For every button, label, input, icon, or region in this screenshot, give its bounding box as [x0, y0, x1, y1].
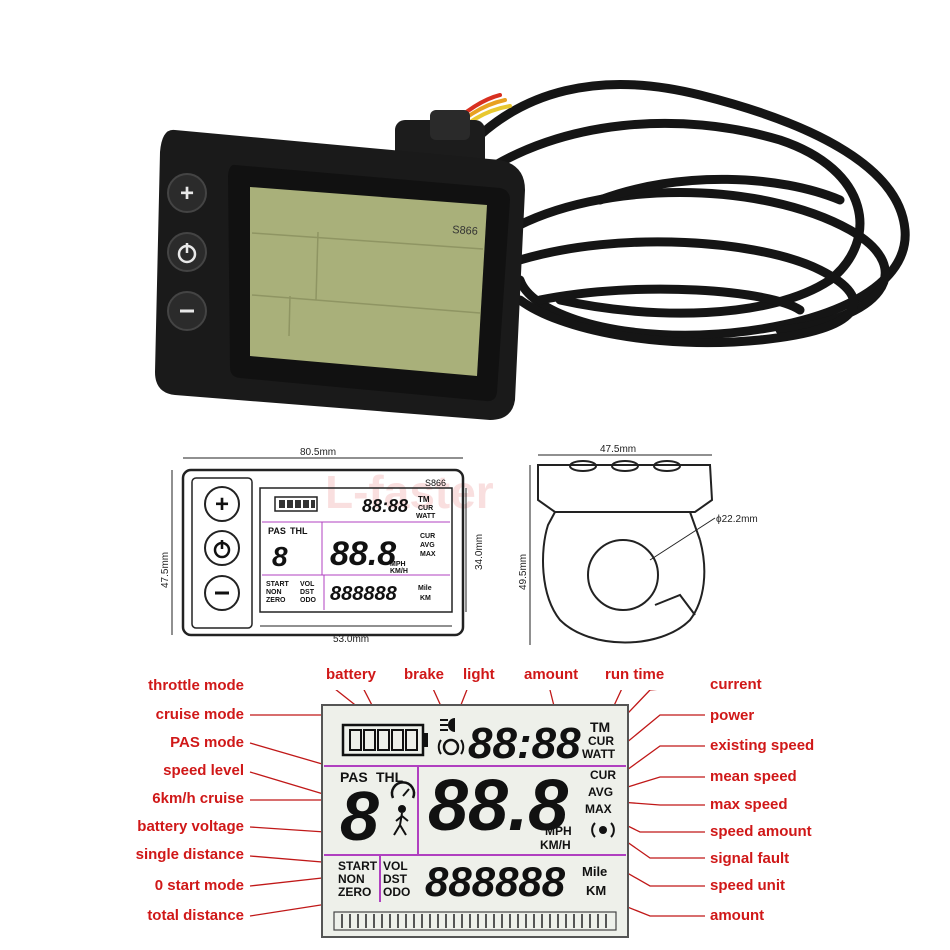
lcd-segment-diagram: 88:88 TM CUR WATT PAS THL 8 88.8 CUR AVG… — [249, 690, 705, 938]
lcd-vol: VOL — [383, 859, 408, 873]
lcd-odo: ODO — [383, 885, 410, 899]
photo-lcd — [250, 187, 487, 376]
callout-mean-speed: mean speed — [710, 768, 797, 785]
lcd-speed-digits: 88.8 — [428, 766, 568, 846]
svg-text:CUR: CUR — [420, 533, 435, 540]
dim-side-height: 49.5mm — [518, 554, 529, 590]
svg-text:88.8: 88.8 — [330, 535, 396, 573]
callout-total-distance: total distance — [147, 907, 244, 924]
cable — [460, 79, 910, 348]
callout-speed-amount: speed amount — [710, 823, 812, 840]
brake-icon — [437, 738, 465, 756]
svg-text:MPH: MPH — [390, 561, 406, 568]
dim-clamp-diameter: ϕ22.2mm — [716, 514, 758, 525]
svg-text:888888: 888888 — [330, 583, 398, 605]
svg-text:+: + — [215, 491, 229, 518]
svg-text:START: START — [266, 581, 290, 588]
lcd-mile: Mile — [582, 864, 607, 879]
callout-amount-top: amount — [524, 666, 579, 683]
callout-battery: battery — [326, 666, 377, 683]
lcd-thl: THL — [376, 769, 404, 785]
lcd-dst: DST — [383, 872, 408, 886]
callout-brake: brake — [404, 666, 445, 683]
svg-text:NON: NON — [266, 589, 282, 596]
svg-text:KM/H: KM/H — [390, 568, 408, 575]
photo-buttons: + — [167, 173, 207, 331]
svg-text:MAX: MAX — [420, 551, 436, 558]
dim-screen-height: 34.0mm — [474, 534, 485, 570]
lcd-panel — [321, 704, 629, 938]
lcd-cur2: CUR — [590, 768, 616, 782]
front-model: S866 — [425, 478, 446, 488]
callout-6kmh-cruise: 6km/h cruise — [152, 790, 244, 807]
signal-fault-icon — [591, 822, 615, 838]
front-top-digits: 88:88 — [362, 496, 408, 516]
lcd-zero: ZERO — [338, 885, 371, 899]
dim-screen-width: 53.0mm — [333, 634, 369, 645]
dim-front-width: 80.5mm — [300, 447, 336, 458]
dim-side-width: 47.5mm — [600, 444, 636, 455]
front-outline — [181, 468, 465, 637]
lcd-level-digit: 8 — [340, 777, 379, 855]
svg-text:THL: THL — [290, 526, 308, 536]
walk-icon — [393, 805, 409, 836]
lcd-cur: CUR — [588, 734, 614, 748]
svg-text:+: + — [180, 180, 194, 207]
lcd-mph: MPH — [545, 824, 572, 838]
lcd-tm: TM — [590, 719, 610, 735]
svg-text:VOL: VOL — [300, 581, 315, 588]
svg-text:KM: KM — [420, 595, 431, 602]
callout-battery-voltage: battery voltage — [137, 818, 244, 835]
lcd-pins — [333, 911, 617, 931]
callout-speed-unit: speed unit — [710, 877, 786, 894]
callout-run-time: run time — [605, 666, 665, 683]
lcd-pas: PAS — [340, 769, 368, 785]
product-photo: S866 + — [155, 79, 910, 420]
lcd-avg: AVG — [588, 785, 613, 799]
lcd-max: MAX — [585, 802, 612, 816]
callout-single-distance: single distance — [135, 846, 244, 863]
lcd-kmh: KM/H — [540, 838, 571, 852]
callout-0-start-mode: 0 start mode — [154, 877, 244, 894]
lcd-non: NON — [338, 872, 365, 886]
svg-text:AVG: AVG — [420, 542, 435, 549]
callout-existing-speed: existing speed — [710, 737, 815, 754]
svg-text:Mile: Mile — [418, 585, 432, 592]
svg-text:TM: TM — [418, 495, 430, 504]
svg-text:8: 8 — [272, 541, 288, 572]
svg-text:ODO: ODO — [300, 597, 317, 604]
callout-max-speed: max speed — [710, 796, 788, 813]
cruise-icon — [390, 781, 416, 799]
callout-signal-fault: signal fault — [710, 850, 790, 867]
dim-front-height: 47.5mm — [160, 552, 171, 588]
lcd-km: KM — [586, 883, 606, 898]
svg-text:WATT: WATT — [416, 513, 436, 520]
lcd-start: START — [338, 859, 378, 873]
lcd-watt: WATT — [582, 747, 616, 761]
photo-model-text: S866 — [452, 224, 478, 238]
svg-text:PAS: PAS — [268, 526, 286, 536]
lcd-bottom-digits: 888888 — [425, 858, 566, 905]
callout-throttle-mode: throttle mode — [148, 677, 244, 694]
lcd-top-digits: 88:88 — [468, 719, 581, 768]
svg-text:CUR: CUR — [418, 505, 433, 512]
callout-speed-level: speed level — [163, 762, 244, 779]
callout-light: light — [463, 666, 495, 683]
callout-cruise-mode: cruise mode — [155, 706, 244, 723]
svg-text:DST: DST — [300, 589, 315, 596]
callout-pas-mode: PAS mode — [170, 734, 244, 751]
dimension-drawing: + 88:88 TM CUR WATT PAS THL 8 88.8 CUR A… — [160, 444, 758, 645]
callout-current: current — [710, 676, 762, 693]
svg-text:ZERO: ZERO — [266, 597, 286, 604]
callout-amount-bottom: amount — [710, 907, 765, 924]
light-icon — [440, 718, 455, 732]
side-view — [537, 460, 714, 644]
callout-power: power — [710, 707, 755, 724]
